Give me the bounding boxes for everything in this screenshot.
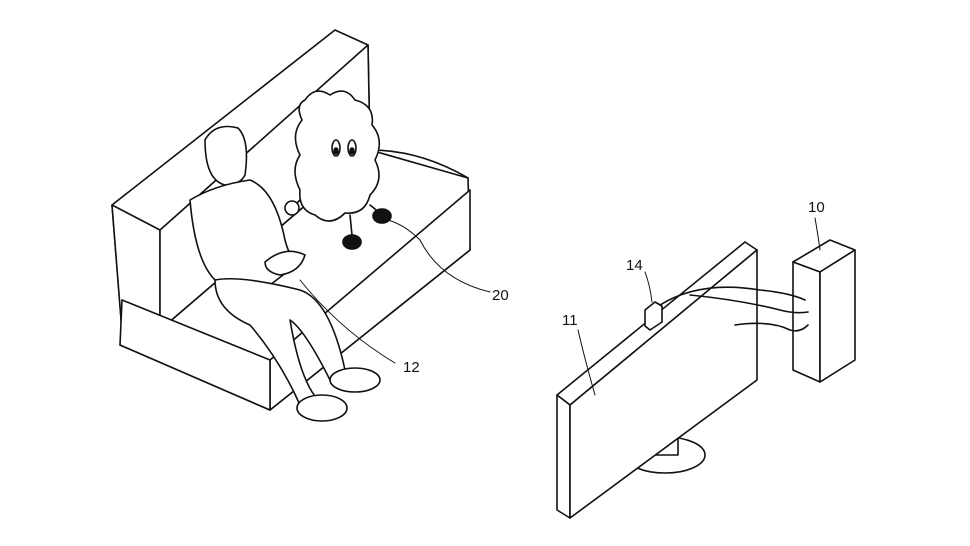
robot-creature xyxy=(284,90,392,250)
user-person xyxy=(189,125,381,422)
label-camera: 14 xyxy=(626,257,643,274)
label-controller: 12 xyxy=(403,359,420,376)
label-game-device: 10 xyxy=(808,199,825,216)
leader-lines xyxy=(299,217,821,396)
display-tv xyxy=(556,241,758,519)
cables xyxy=(659,286,809,332)
camera-unit xyxy=(644,301,663,331)
game-device-box xyxy=(792,239,856,383)
controller xyxy=(264,250,306,276)
label-display: 11 xyxy=(562,312,578,329)
label-robot: 20 xyxy=(492,287,509,304)
